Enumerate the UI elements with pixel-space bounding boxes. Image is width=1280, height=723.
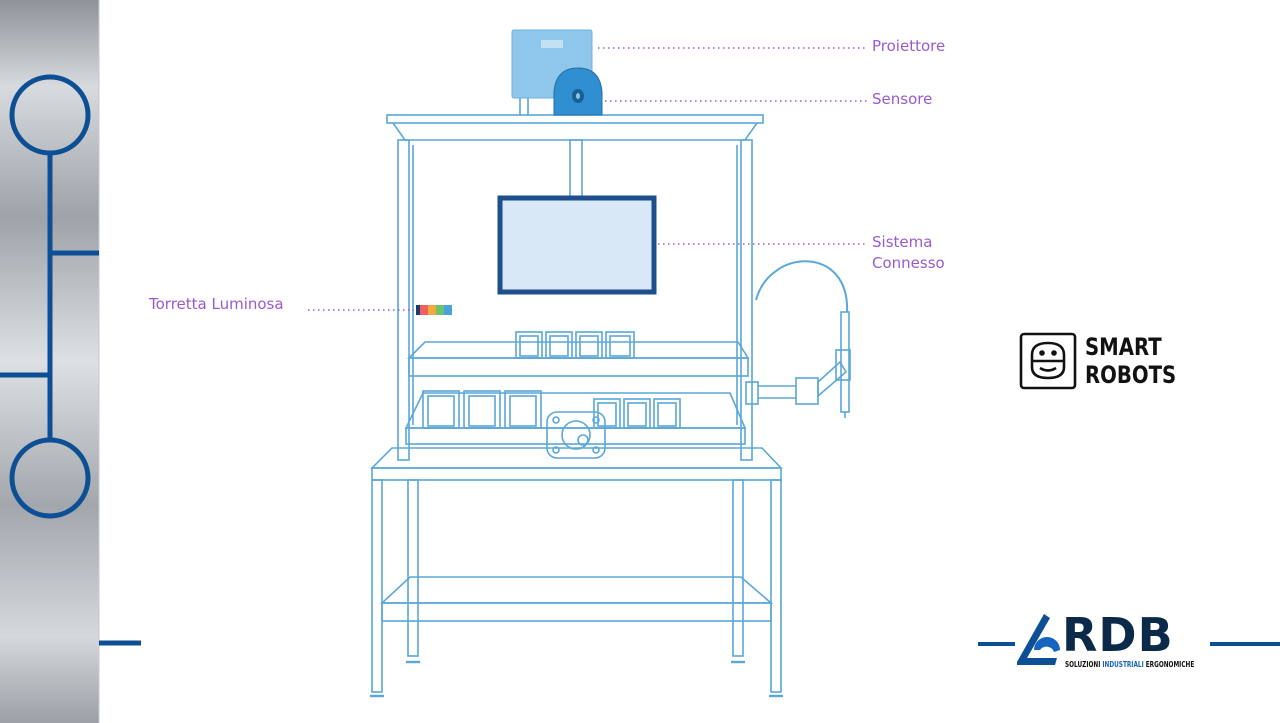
light-tower-segment <box>428 305 436 315</box>
sensor-label: Sensore <box>872 90 933 108</box>
workstation-frame <box>370 114 851 698</box>
sensor-device <box>553 67 603 116</box>
projector-label: Proiettore <box>872 37 946 55</box>
monitor <box>497 195 657 295</box>
light-tower-segment <box>436 305 444 315</box>
rdb-wordmark: RDB <box>1062 608 1174 662</box>
connected-system-label-line2: Connesso <box>872 254 945 272</box>
smart-robots-wordmark-line2: ROBOTS <box>1085 361 1177 389</box>
light-tower-segment <box>444 305 452 315</box>
light-tower-label: Torretta Luminosa <box>149 295 284 313</box>
smart-robots-logo-mark <box>1019 332 1077 390</box>
workpiece <box>546 411 606 459</box>
rdb-tagline-part1: SOLUZIONI <box>1065 660 1103 669</box>
smart-robots-wordmark-line1: SMART <box>1085 333 1162 361</box>
rdb-tagline-part3: ERGONOMICHE <box>1143 660 1195 669</box>
light-tower <box>416 305 452 315</box>
connected-system-label-line1: Sistema <box>872 233 933 251</box>
rdb-tagline: SOLUZIONI INDUSTRIALI ERGONOMICHE <box>1065 660 1194 669</box>
tool-arm <box>745 260 851 418</box>
timeline-ornament <box>0 74 141 646</box>
rdb-logo-mark <box>978 614 1280 665</box>
rdb-tagline-part2: INDUSTRIALI <box>1102 660 1144 669</box>
light-tower-segment <box>420 305 428 315</box>
leader-lines <box>308 47 868 311</box>
light-tower-segment <box>416 305 420 315</box>
